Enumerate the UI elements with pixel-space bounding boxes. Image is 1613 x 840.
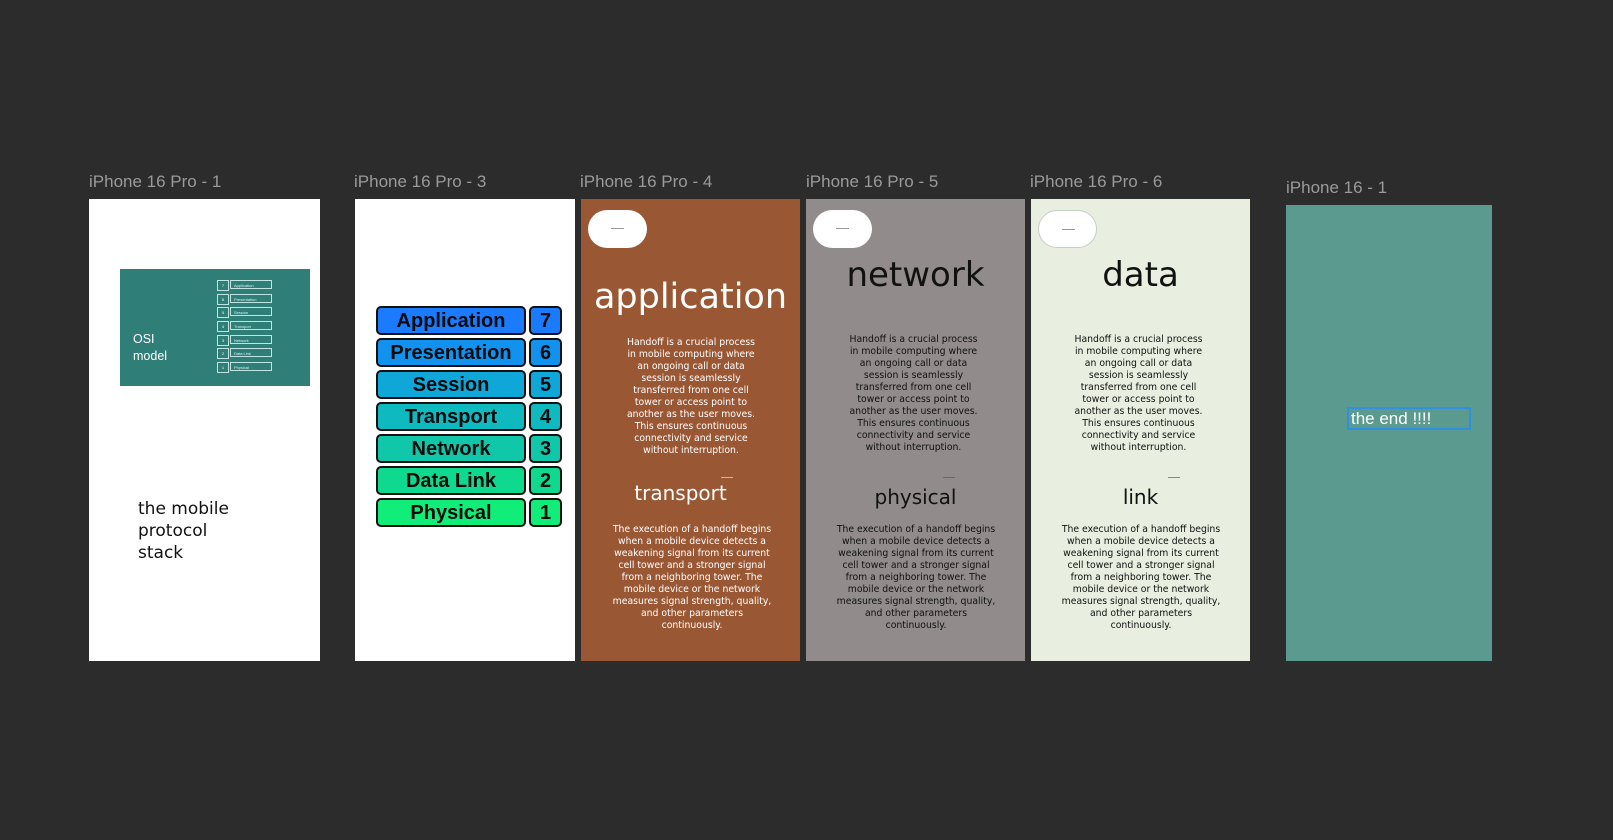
slide-title: network bbox=[846, 255, 985, 295]
frame-label-6[interactable]: iPhone 16 Pro - 6 bbox=[1030, 172, 1163, 191]
osi-model-label: OSI model bbox=[133, 331, 167, 365]
frame-label-4[interactable]: iPhone 16 Pro - 4 bbox=[580, 172, 713, 191]
frame-label-7[interactable]: iPhone 16 - 1 bbox=[1286, 178, 1388, 197]
osi-line-1: OSI bbox=[133, 332, 155, 346]
frame-iphone-16-1[interactable]: the end !!!! bbox=[1286, 205, 1492, 661]
frame-caption[interactable]: the mobile protocol stack bbox=[138, 498, 229, 564]
slide-title: application bbox=[593, 277, 788, 317]
pill-button[interactable] bbox=[588, 210, 647, 248]
divider bbox=[721, 477, 733, 478]
pill-button[interactable] bbox=[813, 210, 872, 248]
slide-title: data bbox=[1102, 255, 1179, 295]
frame-label-3[interactable]: iPhone 16 Pro - 3 bbox=[354, 172, 487, 191]
caption-line: stack bbox=[138, 543, 184, 563]
divider bbox=[943, 477, 955, 478]
dash-icon bbox=[611, 228, 624, 229]
osi-line-2: model bbox=[133, 349, 168, 363]
pill-button[interactable] bbox=[1038, 210, 1097, 248]
dash-icon bbox=[1062, 229, 1075, 230]
frame-label-1[interactable]: iPhone 16 Pro - 1 bbox=[89, 172, 222, 191]
frame-label-5[interactable]: iPhone 16 Pro - 5 bbox=[806, 172, 939, 191]
frame-iphone-16-pro-4[interactable]: application Handoff is a crucial process… bbox=[581, 199, 800, 661]
divider bbox=[1168, 477, 1180, 478]
dash-icon bbox=[836, 228, 849, 229]
caption-line: protocol bbox=[138, 521, 208, 541]
slide-subtitle: link bbox=[1122, 485, 1159, 509]
caption-line: the mobile bbox=[138, 499, 229, 519]
slide-subtitle: transport bbox=[634, 481, 727, 505]
end-text-box[interactable]: the end !!!! bbox=[1347, 407, 1471, 430]
slide-subtitle: physical bbox=[874, 485, 957, 509]
